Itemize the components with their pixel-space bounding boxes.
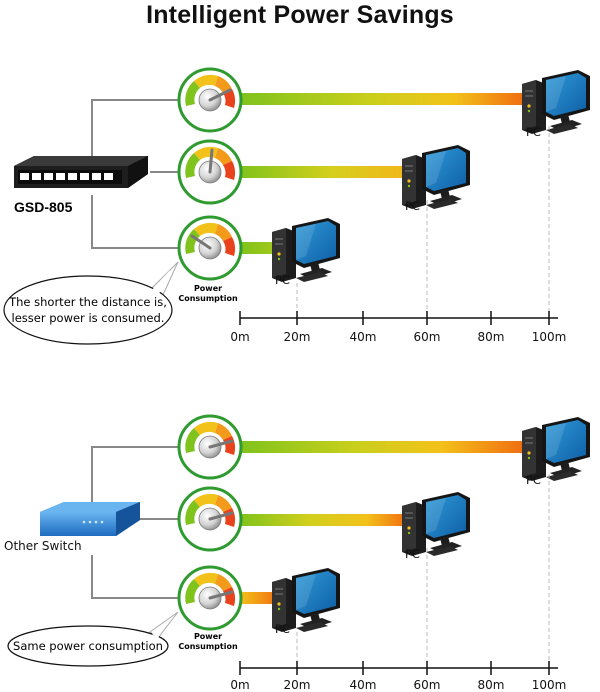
tick-label-60m-bottom: 60m xyxy=(414,678,441,692)
page-title: Intelligent Power Savings xyxy=(146,1,454,29)
tick-label-40m-top: 40m xyxy=(350,330,377,344)
pc-label-100m-bottom: PC xyxy=(526,473,541,487)
link-line-top-1 xyxy=(91,99,180,160)
pc-label-20m-bottom: PC xyxy=(275,622,290,636)
power-gauge-100m-top xyxy=(177,67,243,133)
tick-label-20m-top: 20m xyxy=(284,330,311,344)
power-bar-60m-top xyxy=(240,166,408,178)
power-bar-100m-top xyxy=(240,93,525,105)
power-bar-100m-bottom xyxy=(240,441,525,453)
pc-label-60m-top: PC xyxy=(405,199,420,213)
tick-label-20m-bottom: 20m xyxy=(284,678,311,692)
power-gauge-100m-bottom xyxy=(177,414,243,480)
pc-label-60m-bottom: PC xyxy=(405,547,420,561)
power-bar-60m-bottom xyxy=(240,514,408,526)
tick-label-60m-top: 60m xyxy=(414,330,441,344)
other-switch-icon xyxy=(40,502,140,536)
callout-text-line1-top: The shorter the distance is, xyxy=(8,295,167,309)
tick-label-0m-top: 0m xyxy=(230,330,249,344)
power-consumption-label-line1: Power xyxy=(194,284,222,293)
tick-label-0m-bottom: 0m xyxy=(230,678,249,692)
power-consumption-label-line1-bottom: Power xyxy=(194,632,222,641)
power-gauge-60m-top xyxy=(177,139,243,205)
callout-bubble-bottom: Same power consumption xyxy=(7,611,179,667)
callout-text-line2-top: lesser power is consumed. xyxy=(12,311,165,325)
power-consumption-label-line2-bottom: Consumption xyxy=(178,642,238,651)
tick-label-40m-bottom: 40m xyxy=(350,678,377,692)
power-consumption-label-line2: Consumption xyxy=(178,294,238,303)
power-bar-20m-top xyxy=(240,242,280,254)
power-bar-20m-bottom xyxy=(240,592,280,604)
power-gauge-60m-bottom xyxy=(177,486,243,552)
pc-label-100m-top: PC xyxy=(526,125,541,139)
gsd-805-switch-icon xyxy=(14,156,148,188)
power-gauge-20m-top xyxy=(177,215,243,281)
power-gauge-20m-bottom xyxy=(177,565,243,631)
link-line-top-3 xyxy=(91,195,180,249)
tick-label-100m-bottom: 100m xyxy=(532,678,567,692)
tick-label-80m-bottom: 80m xyxy=(478,678,505,692)
tick-label-100m-top: 100m xyxy=(532,330,567,344)
link-line-bottom-1 xyxy=(91,446,180,505)
top-section: GSD-805 Power Consumption PC PC PC xyxy=(3,67,590,345)
pc-label-20m-top: PC xyxy=(275,273,290,287)
switch-name-other: Other Switch xyxy=(4,539,82,553)
callout-bubble-top: The shorter the distance is, lesser powe… xyxy=(3,261,179,345)
tick-label-80m-top: 80m xyxy=(478,330,505,344)
switch-name-gsd-805: GSD-805 xyxy=(14,199,73,215)
callout-text-bottom: Same power consumption xyxy=(13,639,163,653)
bottom-section: Other Switch Power Consumption PC PC PC xyxy=(4,414,590,692)
link-line-bottom-3 xyxy=(91,555,180,599)
pc-icon-100m-bottom xyxy=(522,417,590,481)
